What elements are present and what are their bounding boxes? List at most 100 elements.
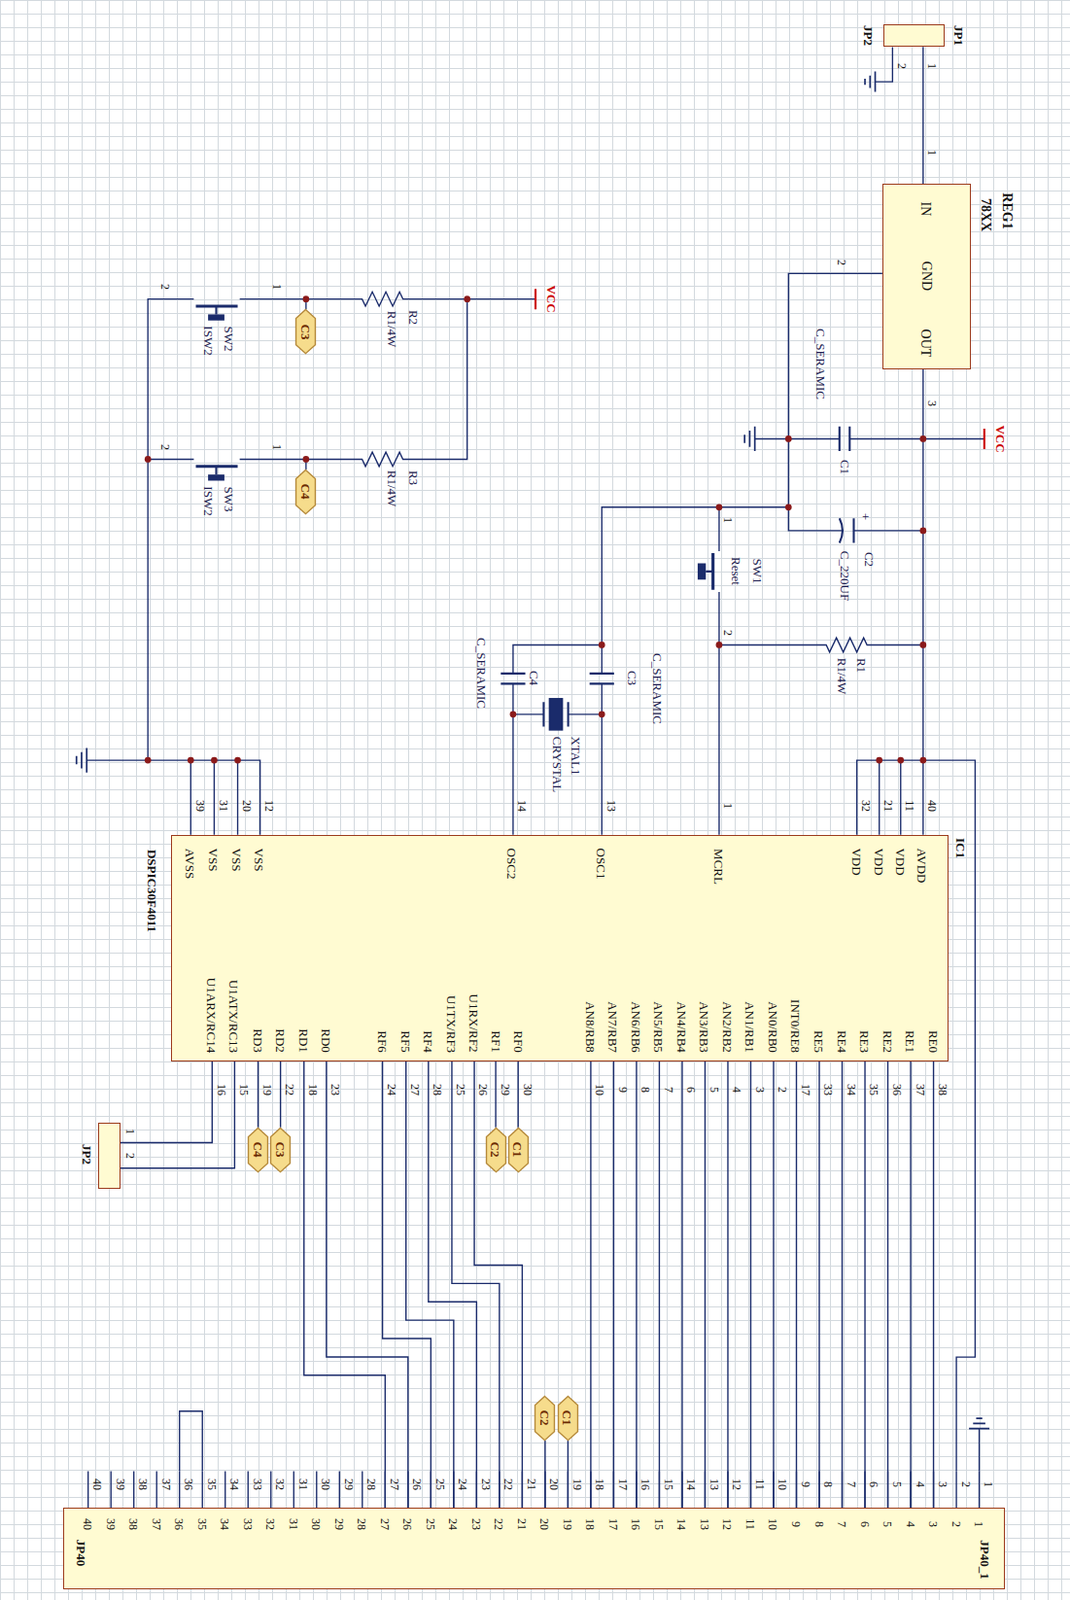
net-name: C1 (512, 1141, 525, 1158)
pin-name: OSC2 (506, 848, 519, 880)
pin-name: IN (918, 201, 932, 216)
pin-name: OSC1 (594, 848, 608, 880)
junction-dot (303, 295, 311, 303)
pin-number: 7 (662, 1086, 675, 1093)
pin-number: 1 (722, 517, 734, 523)
connector-pin-stubs (88, 1471, 980, 1509)
wire (909, 1061, 911, 1509)
pin-number: 24 (456, 1478, 469, 1490)
pin-number: 17 (617, 1478, 629, 1490)
wire (658, 1061, 660, 1509)
pin-number: 18 (584, 1518, 596, 1530)
pin-name: GND (919, 261, 933, 291)
pin-number: 27 (379, 1518, 391, 1530)
pin-number: 4 (904, 1520, 917, 1527)
pin-number: 21 (525, 1478, 538, 1490)
ground-bus (788, 273, 883, 530)
designator: C2 (862, 552, 876, 567)
wire (772, 1061, 774, 1509)
net-name: C2 (489, 1141, 503, 1158)
pin-number: 37 (914, 1083, 927, 1096)
pin-number: 33 (822, 1083, 834, 1096)
net-label: C3 (270, 1127, 291, 1173)
hexagon-outline (485, 1127, 506, 1172)
net-name: C4 (299, 483, 312, 500)
ground-wire (978, 1428, 980, 1472)
pin-name: RE0 (927, 1030, 940, 1053)
pin-number: 17 (607, 1518, 620, 1530)
connector-header: JP2 (98, 1122, 121, 1189)
pin-number: 23 (470, 1518, 483, 1530)
pin-number: 11 (903, 799, 916, 812)
net-label: C3 (295, 309, 316, 354)
switch-symbol (196, 306, 714, 590)
connector-header: JP40_1JP40123456789101112131415161718192… (63, 1507, 1005, 1589)
pin-number: 28 (431, 1083, 444, 1096)
pin-number: 23 (480, 1478, 492, 1490)
part-value: C_SERAMIC (475, 637, 488, 709)
capacitor-symbol (839, 517, 855, 543)
pin-number: 24 (385, 1083, 398, 1096)
pin-name: U1RX/RF2 (467, 994, 481, 1053)
pin-number: 6 (859, 1520, 871, 1527)
pin-number: 7 (845, 1481, 858, 1487)
pin-name: RE3 (858, 1030, 871, 1053)
pin-number: 20 (548, 1478, 560, 1490)
designator: JP40_1 (978, 1539, 992, 1579)
pin-number: 14 (685, 1478, 697, 1490)
pin-name: VDD (894, 848, 907, 876)
part-value: R1/4W (835, 657, 849, 695)
pin-number: 32 (860, 799, 872, 812)
pin-number: 17 (799, 1083, 812, 1096)
pin-number: 26 (477, 1083, 489, 1096)
crystal-symbol (549, 697, 564, 731)
part-value: R1/4W (385, 310, 399, 347)
pin-number: 29 (499, 1083, 512, 1096)
wire (494, 1061, 496, 1128)
hexagon-outline (535, 1395, 555, 1440)
junction-dot (875, 757, 883, 764)
pin-name: AN3/RB3 (697, 1000, 711, 1053)
designator: REG1 (1000, 193, 1014, 230)
junction-dot (234, 757, 242, 764)
microcontroller-box: IC1DSPIC30F4011AVDDVDDVDDVDDMCRLOSC1OSC2… (171, 834, 949, 1062)
polarity-mark: + (859, 512, 872, 519)
pin-number: 39 (194, 799, 207, 812)
pin-number: 37 (160, 1478, 173, 1490)
net-name: C4 (251, 1141, 265, 1158)
designator: SW2 (222, 326, 236, 352)
regulator-box: REG178XXINGNDOUT (882, 183, 971, 370)
pin-number: 18 (593, 1478, 606, 1490)
pin-number: 16 (215, 1083, 228, 1096)
wire (589, 1061, 591, 1509)
pin-number: 3 (936, 1481, 949, 1487)
pin-number: 15 (653, 1518, 665, 1530)
pin-name: AN1/RB1 (743, 1000, 757, 1053)
wire (932, 1061, 934, 1509)
part-value: CRYSTAL (551, 736, 564, 793)
switch-symbol (216, 306, 714, 572)
pin-number: 2 (159, 283, 172, 290)
part-value: ISW2 (202, 485, 215, 516)
pin-number: 10 (776, 1478, 789, 1490)
pin-number: 2 (722, 629, 734, 636)
pin-number: 13 (708, 1478, 721, 1490)
pin-name: U1TX/RF3 (445, 995, 458, 1053)
pin-number: 38 (137, 1478, 149, 1490)
vcc-wire (853, 369, 923, 835)
pin-number: 35 (867, 1083, 880, 1096)
pin-name: RF1 (488, 1030, 502, 1052)
pin-number: 15 (238, 1083, 250, 1096)
pin-name: RE1 (903, 1030, 917, 1053)
designator: C1 (838, 459, 852, 475)
pin-number: 1 (982, 1481, 995, 1487)
wire (922, 46, 924, 184)
ground-symbol (864, 71, 875, 93)
capacitor-symbol (589, 673, 615, 684)
junction-dot (920, 757, 928, 764)
pin-number: 6 (685, 1086, 697, 1093)
designator: C4 (528, 670, 542, 686)
capacitor-symbol (839, 426, 850, 451)
pin-number: 5 (708, 1086, 721, 1093)
pin-name: AN6/RB6 (629, 1000, 643, 1053)
